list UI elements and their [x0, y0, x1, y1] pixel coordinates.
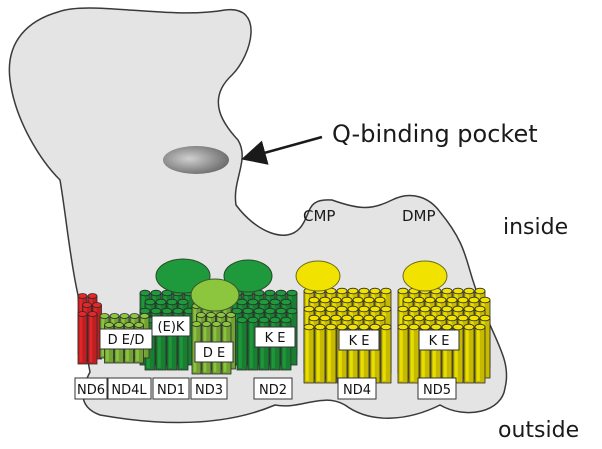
nd2-helix: [236, 316, 248, 371]
nd2-helix: [247, 316, 259, 371]
nd2-cap: [223, 259, 273, 293]
subunit-name-nd2: ND2: [259, 383, 287, 398]
residue-text-nd4: K E: [349, 334, 370, 349]
subunit-name-nd3: ND3: [195, 383, 223, 398]
residue-box-nd1: [151, 315, 191, 337]
residue-text-nd3: D E: [203, 346, 225, 361]
subunit-box-nd3: [190, 377, 228, 400]
residue-text-nd2: K E: [265, 331, 286, 346]
residue-text-nd5: K E: [429, 334, 450, 349]
residue-box-nd5: [418, 329, 460, 351]
nd3-cap: [190, 278, 240, 312]
dmp-label: DMP: [402, 207, 436, 225]
q-binding-pocket: [163, 146, 229, 174]
nd5-helix: [474, 323, 486, 384]
cmp-label: CMP: [303, 207, 335, 225]
nd5-cap: [402, 260, 448, 292]
residue-box-nd4: [338, 329, 380, 351]
nd4-cap: [295, 260, 341, 292]
nd4-helix: [314, 323, 326, 384]
subunit-name-nd4l: ND4L: [111, 383, 147, 398]
nd4-helix: [325, 323, 337, 384]
residue-text-nd4l: D E/D: [108, 333, 145, 348]
subunit-box-nd2: [253, 377, 293, 400]
subunit-box-nd1: [152, 377, 190, 400]
inside-label: inside: [503, 215, 568, 240]
residue-box-nd2: [254, 326, 296, 348]
nd4-helix: [380, 323, 392, 384]
subunit-name-nd5: ND5: [423, 383, 451, 398]
subunit-box-nd5: [417, 377, 457, 400]
subunit-name-nd6: ND6: [77, 383, 105, 398]
nd6-helix: [77, 311, 88, 365]
subunit-name-nd4: ND4: [343, 383, 371, 398]
residue-boxes: D E/D (E)K D E K E K E K E: [99, 315, 460, 363]
nd5-helix: [408, 323, 420, 384]
nd5-helix: [463, 323, 475, 384]
subunit-labels: ND6 ND4L ND1 ND3 ND2 ND4 ND5: [74, 377, 457, 400]
subunit-box-nd4l: [107, 377, 152, 400]
subunit-box-nd6: [74, 377, 108, 400]
pocket-arrow: [241, 135, 323, 165]
nd4-helix: [303, 323, 315, 384]
residue-box-nd4l: [99, 328, 153, 350]
q-binding-pocket-label: Q-binding pocket: [332, 120, 538, 148]
subunit-name-nd1: ND1: [157, 383, 185, 398]
nd5-helix: [397, 323, 409, 384]
nd5-helix: [452, 323, 464, 384]
residue-box-nd3: [194, 341, 234, 363]
nd6-helix: [87, 311, 98, 365]
nd5-helix: [430, 323, 442, 384]
residue-text-nd1: (E)K: [158, 320, 185, 335]
outside-label: outside: [498, 418, 579, 443]
subunit-box-nd4: [337, 377, 377, 400]
hydrophilic-domains: [155, 258, 448, 312]
